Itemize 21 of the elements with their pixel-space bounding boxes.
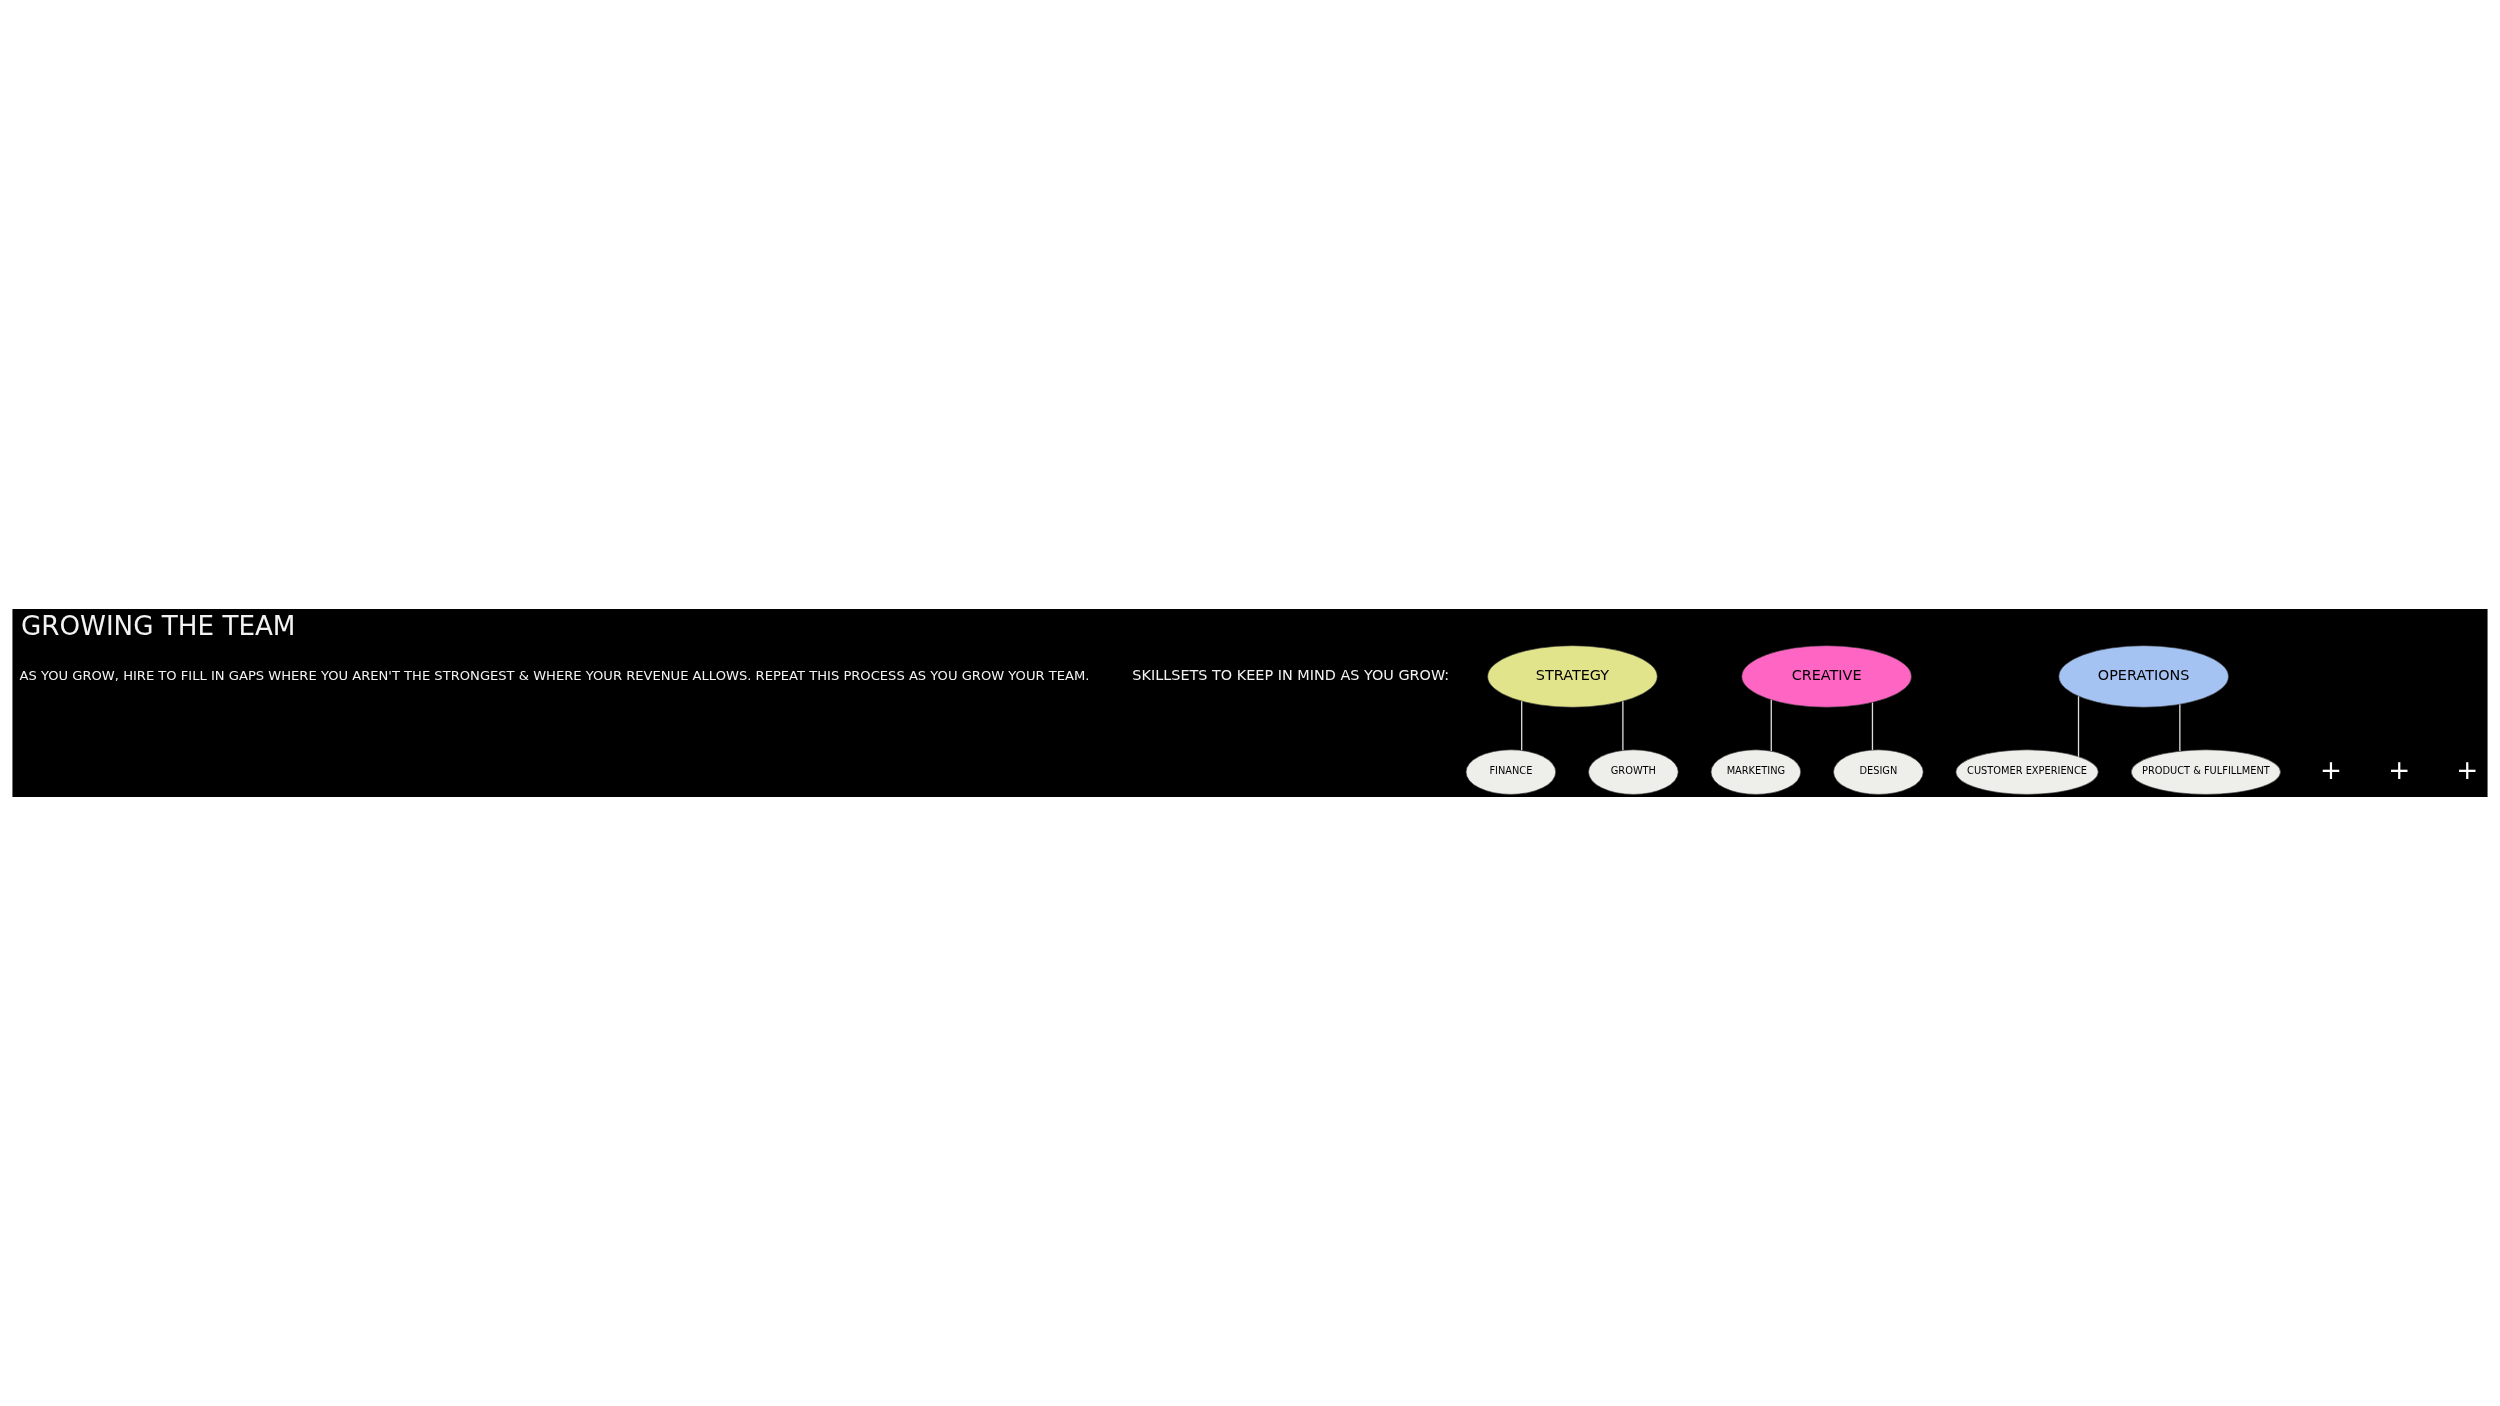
node-ellipse: DESIGN — [1833, 749, 1924, 795]
node-ellipse: STRATEGY — [1487, 645, 1658, 708]
label: + — [2456, 754, 2479, 785]
node-ellipse: FINANCE — [1465, 749, 1557, 795]
connector — [1622, 700, 1624, 751]
diagram-title: GROWING THE TEAM — [20, 611, 296, 642]
label: + — [2388, 754, 2411, 785]
connector — [1871, 701, 1874, 751]
label: + — [2320, 754, 2342, 785]
node-ellipse: PRODUCT & FULFILLMENT — [2130, 749, 2281, 795]
node-ellipse: CUSTOMER EXPERIENCE — [1955, 749, 2099, 795]
connector — [2077, 695, 2080, 758]
connector — [1521, 700, 1523, 751]
node-ellipse: MARKETING — [1710, 749, 1802, 795]
label: SKILLSETS TO KEEP IN MIND AS YOU GROW: — [1132, 667, 1450, 684]
label: AS YOU GROW, HIRE TO FILL IN GAPS WHERE YOU AREN'T THE STRONGEST & WHERE YOUR REVENUE ALLOWS. REPEAT THIS PROCESS AS YOU GROW YOUR TEAM. — [19, 667, 1090, 683]
connector — [1770, 699, 1772, 752]
node-ellipse: CREATIVE — [1741, 645, 1912, 708]
node-ellipse: GROWTH — [1588, 749, 1679, 795]
node-ellipse: OPERATIONS — [2058, 645, 2229, 708]
connector — [2179, 703, 2181, 752]
